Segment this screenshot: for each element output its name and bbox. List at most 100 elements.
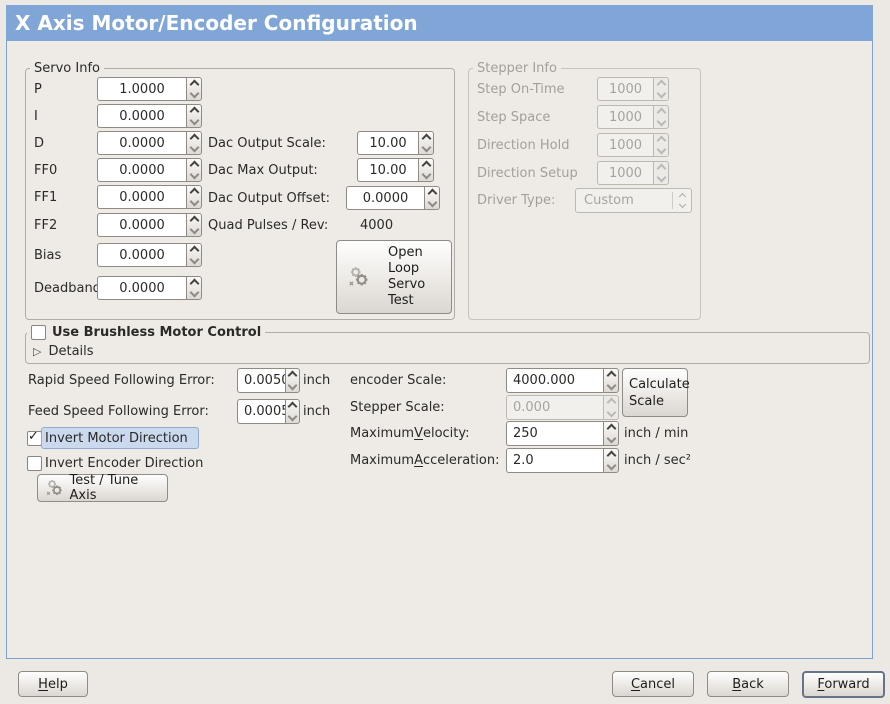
spin-down-icon[interactable] <box>287 380 298 391</box>
spin-entry[interactable]: 1.0000 <box>97 77 186 101</box>
dac-output-offset-spinbox[interactable]: 0.0000 <box>346 186 440 210</box>
spin-down-icon[interactable] <box>606 380 616 391</box>
spin-down-icon[interactable] <box>421 169 431 180</box>
encoder-scale-spinbox[interactable]: 4000.000 <box>506 368 619 393</box>
servo-spinbox-i[interactable]: 0.0000 <box>97 104 202 128</box>
spin-buttons[interactable] <box>186 276 202 300</box>
spin-down-icon[interactable] <box>287 411 298 422</box>
spin-buttons[interactable] <box>186 77 202 101</box>
spin-entry[interactable]: 250 <box>506 421 603 446</box>
gears-icon <box>46 479 62 496</box>
spin-up-icon[interactable] <box>606 423 616 434</box>
spin-entry[interactable]: 10.00 <box>357 131 418 155</box>
spin-down-icon[interactable] <box>189 254 199 265</box>
servo-label-bias: Bias <box>34 247 62 263</box>
spin-down-icon[interactable] <box>606 460 616 471</box>
open-loop-servo-test-button[interactable]: Open Loop Servo Test <box>336 240 452 314</box>
help-button[interactable]: Help <box>18 671 88 697</box>
spin-down-icon[interactable] <box>189 169 199 180</box>
spin-buttons[interactable] <box>603 368 619 393</box>
spin-buttons[interactable] <box>418 158 434 182</box>
servo-spinbox-ff1[interactable]: 0.0000 <box>97 185 202 209</box>
servo-spinbox-deadband[interactable]: 0.0000 <box>97 276 202 300</box>
dac-output-offset-label: Dac Output Offset: <box>208 190 330 206</box>
combobox-value: Custom <box>584 193 634 208</box>
spin-up-icon[interactable] <box>606 370 616 381</box>
spin-entry[interactable]: 0.0005 <box>237 399 285 424</box>
direction-hold-spinbox: 1000 <box>597 133 669 157</box>
spin-down-icon <box>606 407 616 418</box>
spin-buttons[interactable] <box>285 399 300 424</box>
cancel-button[interactable]: Cancel <box>612 671 694 697</box>
details-expander[interactable]: ▷ Details <box>33 341 94 361</box>
spin-buttons[interactable] <box>424 186 440 210</box>
spin-up-icon[interactable] <box>606 450 616 461</box>
servo-spinbox-ff0[interactable]: 0.0000 <box>97 158 202 182</box>
dac-max-output-spinbox[interactable]: 10.00 <box>357 158 434 182</box>
rapid-following-error-spinbox[interactable]: 0.0050 <box>237 368 300 393</box>
spin-buttons[interactable] <box>186 104 202 128</box>
spin-buttons[interactable] <box>603 421 619 446</box>
acceleration-unit-label: inch / sec² <box>624 453 692 468</box>
spin-entry[interactable]: 0.0000 <box>97 131 186 155</box>
spin-buttons[interactable] <box>186 185 202 209</box>
details-label[interactable]: Details <box>48 343 94 359</box>
use-brushless-checkbox[interactable] <box>31 325 46 340</box>
spin-down-icon[interactable] <box>189 115 199 126</box>
spin-buttons[interactable] <box>418 131 434 155</box>
spin-entry[interactable]: 0.0000 <box>97 158 186 182</box>
dac-output-scale-spinbox[interactable]: 10.00 <box>357 131 434 155</box>
spin-entry[interactable]: 4000.000 <box>506 368 603 393</box>
calculate-scale-button[interactable]: Calculate Scale <box>622 368 690 417</box>
spin-down-icon[interactable] <box>421 142 431 153</box>
spin-buttons[interactable] <box>603 448 619 473</box>
forward-button[interactable]: Forward <box>802 671 885 698</box>
spin-buttons[interactable] <box>186 158 202 182</box>
invert-encoder-label[interactable]: Invert Encoder Direction <box>45 455 204 471</box>
servo-spinbox-bias[interactable]: 0.0000 <box>97 243 202 267</box>
expander-arrow-icon[interactable]: ▷ <box>33 344 42 358</box>
invert-encoder-checkbox[interactable] <box>27 456 42 471</box>
invert-motor-checkbox[interactable] <box>27 429 42 446</box>
spin-buttons[interactable] <box>186 131 202 155</box>
spin-down-icon[interactable] <box>427 197 437 208</box>
spin-entry[interactable]: 0.0000 <box>97 243 186 267</box>
spin-entry[interactable]: 0.0000 <box>346 186 424 210</box>
spin-entry[interactable]: 0.0000 <box>97 276 186 300</box>
spin-buttons[interactable] <box>186 243 202 267</box>
spin-entry[interactable]: 0.0000 <box>97 104 186 128</box>
servo-spinbox-p[interactable]: 1.0000 <box>97 77 202 101</box>
back-button[interactable]: Back <box>707 671 789 697</box>
servo-label-d: D <box>34 135 45 151</box>
test-tune-axis-button[interactable]: Test / Tune Axis <box>37 473 168 503</box>
spin-down-icon[interactable] <box>189 142 199 153</box>
step-space-label: Step Space <box>477 109 551 125</box>
spin-entry[interactable]: 10.00 <box>357 158 418 182</box>
maximum-acceleration-spinbox[interactable]: 2.0 <box>506 448 619 473</box>
spin-down-icon[interactable] <box>189 196 199 207</box>
servo-spinbox-d[interactable]: 0.0000 <box>97 131 202 155</box>
maximum-velocity-spinbox[interactable]: 250 <box>506 421 619 446</box>
spin-buttons <box>653 161 669 185</box>
dac-max-output-label: Dac Max Output: <box>208 162 318 178</box>
spin-buttons[interactable] <box>285 368 300 393</box>
spin-down-icon[interactable] <box>606 433 616 444</box>
feed-following-error-spinbox[interactable]: 0.0005 <box>237 399 300 424</box>
spin-entry[interactable]: 0.0000 <box>97 185 186 209</box>
spin-up-icon[interactable] <box>287 370 298 381</box>
spin-up-icon[interactable] <box>287 401 298 412</box>
spin-buttons[interactable] <box>186 213 202 237</box>
spin-down-icon[interactable] <box>189 224 199 235</box>
spin-entry[interactable]: 2.0 <box>506 448 603 473</box>
invert-motor-label[interactable]: Invert Motor Direction <box>41 427 199 449</box>
stepper-scale-spinbox: 0.000 <box>506 395 619 420</box>
step-space-spinbox: 1000 <box>597 105 669 129</box>
use-brushless-label[interactable]: Use Brushless Motor Control <box>52 325 262 340</box>
servo-spinbox-ff2[interactable]: 0.0000 <box>97 213 202 237</box>
spin-entry[interactable]: 0.0050 <box>237 368 285 393</box>
spin-down-icon[interactable] <box>189 88 199 99</box>
spin-entry[interactable]: 0.0000 <box>97 213 186 237</box>
rapid-following-error-label: Rapid Speed Following Error: <box>28 373 215 388</box>
spin-down-icon[interactable] <box>189 287 199 298</box>
